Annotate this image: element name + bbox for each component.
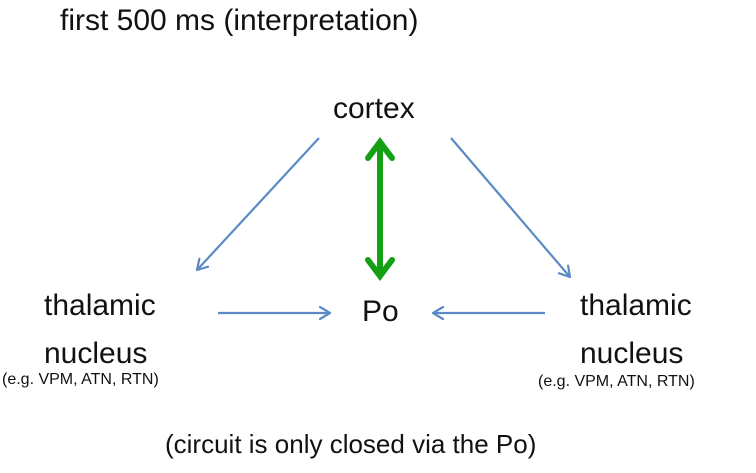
node-thalamic-right-line1: thalamic bbox=[580, 289, 692, 322]
diagram-title: first 500 ms (interpretation) bbox=[60, 4, 419, 37]
node-po: Po bbox=[362, 295, 399, 328]
thalamic-left-examples: (e.g. VPM, ATN, RTN) bbox=[2, 371, 159, 388]
node-thalamic-left-line2: nucleus bbox=[44, 337, 148, 370]
node-thalamic-nucleus-left: thalamic nucleus bbox=[44, 282, 156, 378]
node-thalamic-nucleus-right: thalamic nucleus bbox=[580, 282, 692, 378]
arrow-cortex-to-right-thalamic bbox=[450, 137, 570, 277]
arrow-cortex-to-left-thalamic bbox=[197, 137, 320, 270]
node-thalamic-right-line2: nucleus bbox=[580, 337, 684, 370]
diagram-caption: (circuit is only closed via the Po) bbox=[165, 429, 537, 459]
node-cortex: cortex bbox=[333, 92, 415, 125]
node-thalamic-left-line1: thalamic bbox=[44, 289, 156, 322]
thalamic-right-examples: (e.g. VPM, ATN, RTN) bbox=[538, 373, 695, 390]
